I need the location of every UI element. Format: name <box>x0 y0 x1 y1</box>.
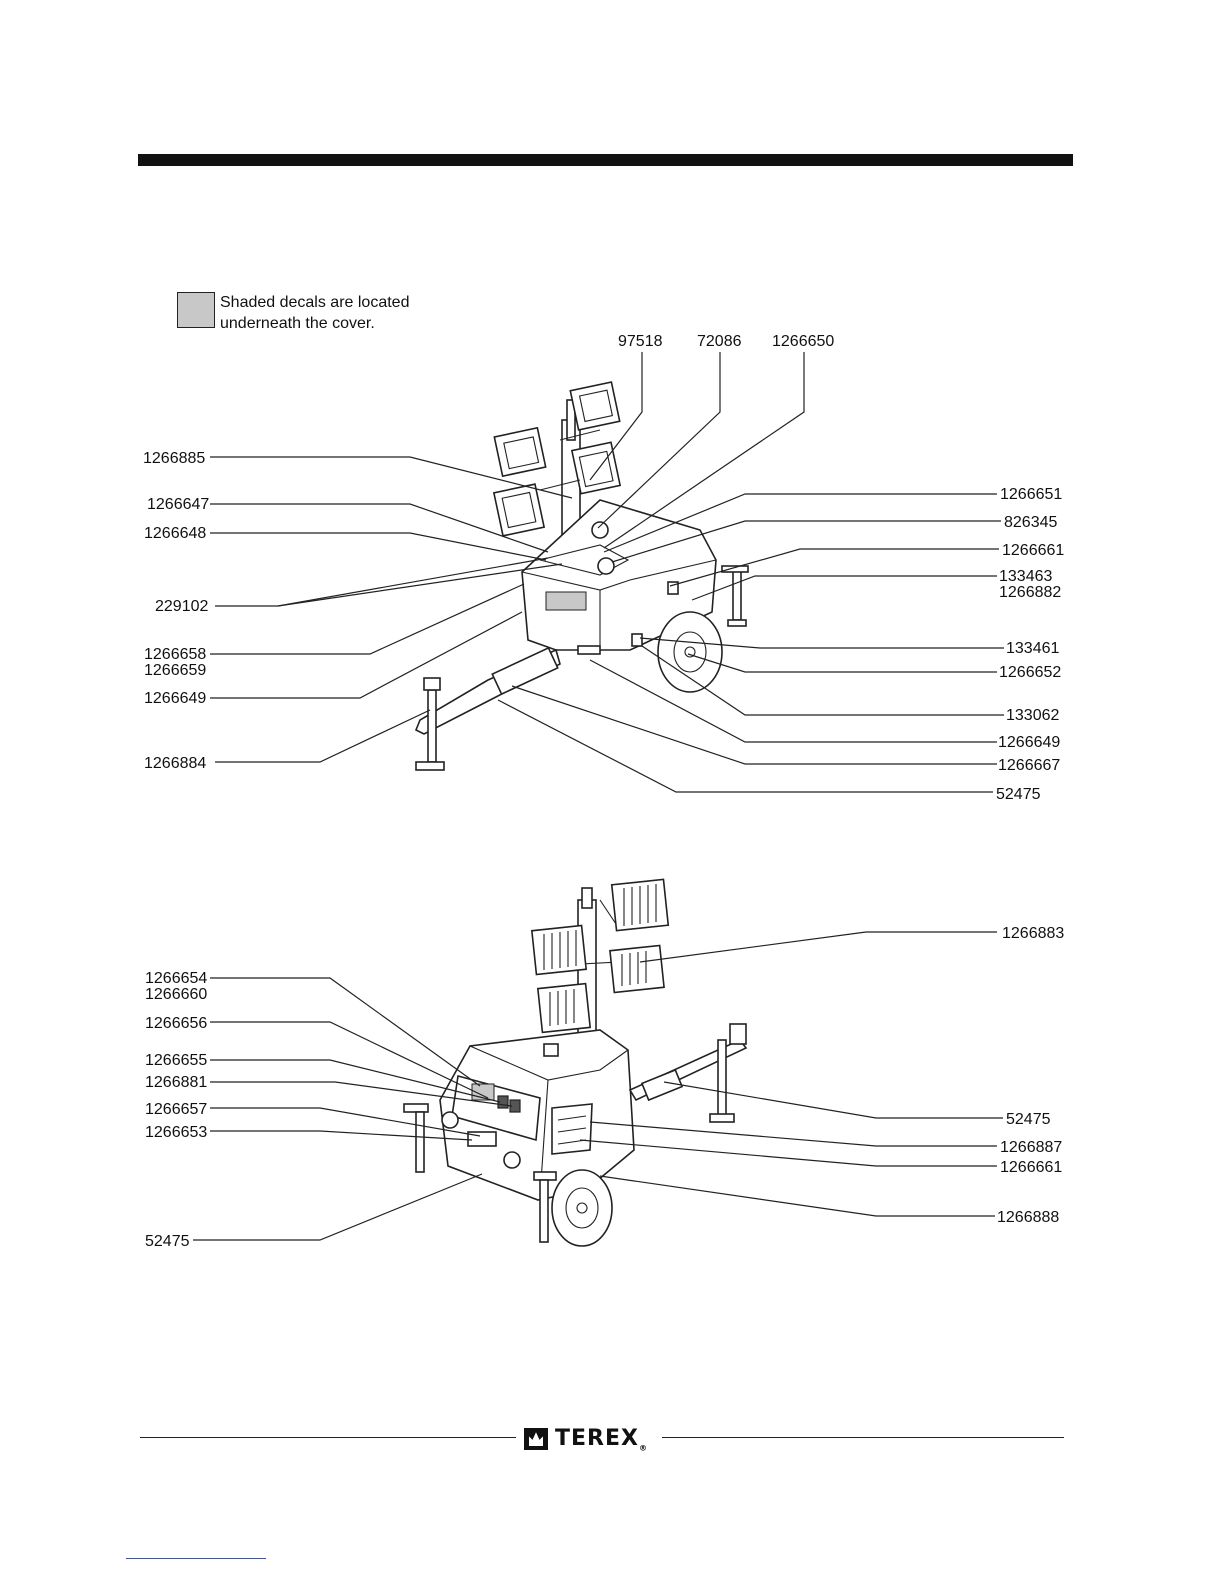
lamp-head <box>609 944 665 994</box>
lamp-head <box>530 924 588 976</box>
crown-icon <box>524 1428 548 1451</box>
callout-label: 229102 <box>155 598 208 615</box>
callout-label: 1266651 <box>1000 486 1062 503</box>
legend-swatch <box>177 292 215 328</box>
callout-label: 1266653 <box>145 1124 207 1141</box>
callout-label: 72086 <box>697 333 742 350</box>
lamp-head <box>493 426 547 478</box>
lamp-head <box>570 441 622 495</box>
leader-lines-figure-1 <box>210 352 1004 793</box>
footer-link-underline <box>126 1558 266 1559</box>
lamp-head <box>610 878 670 932</box>
brand-text: TEREX <box>555 1426 639 1451</box>
callout-label: 52475 <box>1006 1111 1051 1128</box>
callout-label: 1266888 <box>997 1209 1059 1226</box>
callout-label: 826345 <box>1004 514 1057 531</box>
footer-rule-right <box>662 1437 1064 1438</box>
callout-label: 1266884 <box>144 755 206 772</box>
callout-label: 1266657 <box>145 1101 207 1118</box>
callouts-figure-1: 97518 72086 1266650 1266885 1266647 1266… <box>143 333 1064 803</box>
callout-label: 1266885 <box>143 450 205 467</box>
callout-label: 97518 <box>618 333 663 350</box>
callout-label: 1266887 <box>1000 1139 1062 1156</box>
light-tower-front-view <box>403 878 748 1247</box>
callout-label: 1266655 <box>145 1052 207 1069</box>
callout-label: 52475 <box>145 1233 190 1250</box>
brand-name: TEREX® <box>555 1426 648 1452</box>
callout-label: 1266883 <box>1002 925 1064 942</box>
lamp-head <box>569 381 621 431</box>
leader-lines-figure-2 <box>193 931 1003 1241</box>
callout-label: 1266656 <box>145 1015 207 1032</box>
callout-label: 1266650 <box>772 333 834 350</box>
shaded-decal-legend: Shaded decals are located underneath the… <box>177 292 409 334</box>
callout-label: 1266881 <box>145 1074 207 1091</box>
callout-label: 1266647 <box>147 496 209 513</box>
callout-label: 52475 <box>996 786 1041 803</box>
callout-label: 133461 <box>1006 640 1059 657</box>
registered-mark: ® <box>638 1443 648 1453</box>
callout-label: 1266649 <box>998 734 1060 751</box>
callout-label: 133062 <box>1006 707 1059 724</box>
footer-rule-left <box>140 1437 516 1438</box>
light-tower-rear-view <box>414 381 749 771</box>
lamp-head <box>536 982 592 1034</box>
callout-label: 1266648 <box>144 525 206 542</box>
callout-label: 1266649 <box>144 690 206 707</box>
callout-label: 1266667 <box>998 757 1060 774</box>
top-rule <box>138 154 1073 166</box>
callout-label: 1266661 <box>1000 1159 1062 1176</box>
lamp-head <box>492 483 546 537</box>
terex-logo: TEREX® <box>524 1426 648 1452</box>
legend-text: Shaded decals are located underneath the… <box>220 294 410 332</box>
callout-label: 1266652 <box>999 664 1061 681</box>
callout-label: 1266661 <box>1002 542 1064 559</box>
